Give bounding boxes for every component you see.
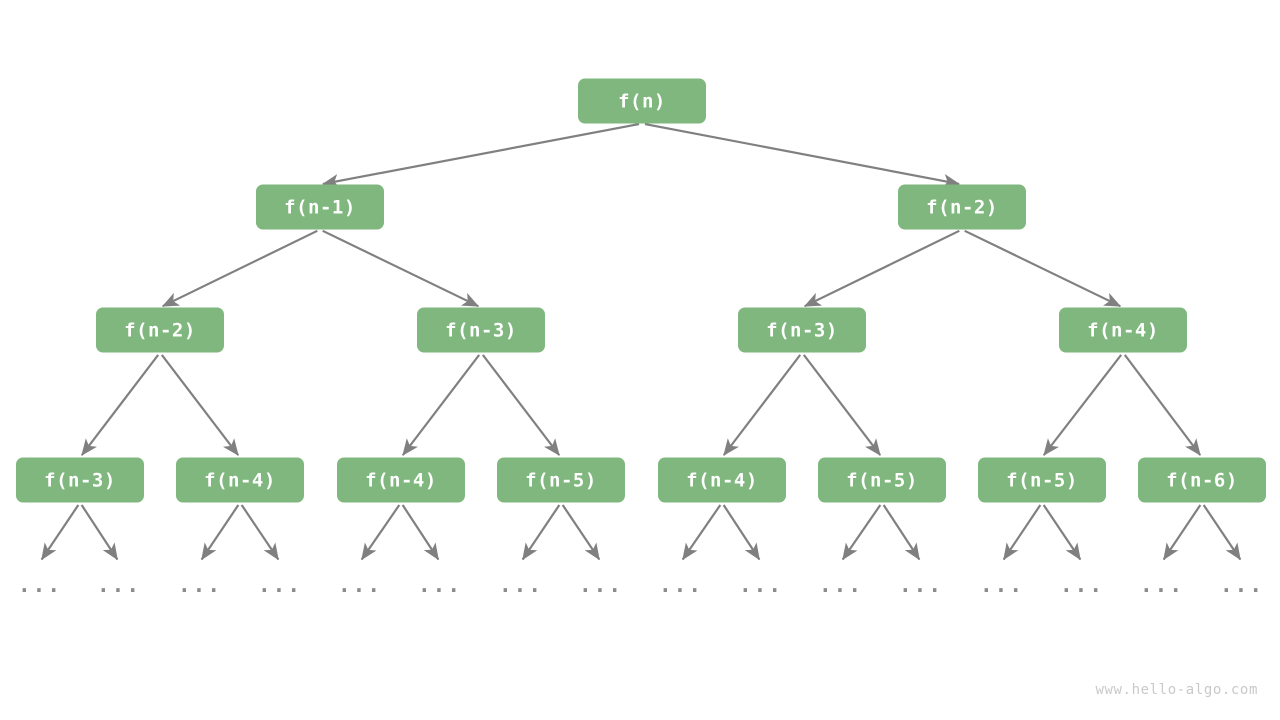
tree-node-box [898,184,1026,230]
tree-node-box [16,457,144,503]
tree-edge-to-ellipsis [200,504,240,561]
ellipsis-label: ... [739,573,783,597]
tree-node[interactable]: f(n-3) [417,307,545,353]
tree-edge [161,229,318,308]
tree-node[interactable]: f(n-5) [497,457,625,503]
tree-node-label: f(n-2) [124,320,196,342]
tree-node-label: f(n-4) [365,470,437,492]
tree-node-box [337,457,465,503]
tree-node[interactable]: f(n-3) [738,307,866,353]
nodes-layer: f(n) f(n-1) f(n-2) f(n-2) f(n-3) f(n-3) f(n-4)… [16,78,1266,503]
tree-node[interactable]: f(n-6) [1138,457,1266,503]
ellipsis-label: ... [899,573,943,597]
tree-node-label: f(n-6) [1166,470,1238,492]
tree-edge-to-ellipsis [240,504,280,561]
tree-node-box [176,457,304,503]
ellipsis-label: ... [980,573,1024,597]
tree-node-label: f(n-1) [284,197,356,219]
tree-node[interactable]: f(n-4) [176,457,304,503]
tree-edge [160,354,240,456]
tree-edge-to-ellipsis [1002,504,1042,561]
tree-edge [481,354,561,456]
tree-node[interactable]: f(n-1) [256,184,384,230]
tree-node-box [497,457,625,503]
tree-node[interactable]: f(n-5) [818,457,946,503]
tree-edge [964,229,1122,308]
tree-node-label: f(n) [618,91,666,113]
tree-node[interactable]: f(n-2) [898,184,1026,230]
ellipsis-label: ... [258,573,302,597]
tree-node-box [818,457,946,503]
tree-node[interactable]: f(n-5) [978,457,1106,503]
tree-node[interactable]: f(n-4) [658,457,786,503]
tree-node-box [1138,457,1266,503]
ellipsis-label: ... [418,573,462,597]
tree-edge-to-ellipsis [401,504,440,561]
tree-node[interactable]: f(n-4) [337,457,465,503]
ellipsis-label: ... [819,573,863,597]
ellipsis-label: ... [499,573,543,597]
tree-node[interactable]: f(n) [578,78,706,124]
tree-node-label: f(n-3) [766,320,838,342]
tree-edge-to-ellipsis [882,504,921,561]
ellipsis-label: ... [97,573,141,597]
tree-node[interactable]: f(n-3) [16,457,144,503]
tree-node[interactable]: f(n-2) [96,307,224,353]
tree-edge [644,122,960,188]
tree-node-label: f(n-5) [525,470,597,492]
tree-node[interactable]: f(n-4) [1059,307,1187,353]
tree-edge [722,354,802,456]
tree-node-box [738,307,866,353]
tree-node-box [978,457,1106,503]
ellipsis-label: ... [18,573,62,597]
edges-layer [40,122,1242,561]
tree-edge-to-ellipsis [1162,504,1202,561]
tree-edge-to-ellipsis [40,504,80,561]
ellipsis-label: ... [338,573,382,597]
ellipsis-label: ... [1220,573,1264,597]
ellipsis-label: ... [659,573,703,597]
ellipsis-label: ... [1060,573,1104,597]
ellipsis-label: ... [178,573,222,597]
tree-edge [322,122,640,188]
tree-node-label: f(n-2) [926,197,998,219]
tree-edge [80,354,160,456]
tree-node-box [658,457,786,503]
tree-edge [401,354,481,456]
tree-edge [803,229,960,308]
tree-edge-to-ellipsis [521,504,561,561]
tree-edge-to-ellipsis [80,504,119,561]
tree-node-box [578,78,706,124]
tree-node-label: f(n-3) [44,470,116,492]
tree-edge-to-ellipsis [561,504,601,561]
tree-edge-to-ellipsis [722,504,761,561]
tree-edge-to-ellipsis [1042,504,1082,561]
tree-node-label: f(n-4) [686,470,758,492]
ellipsis-label: ... [1140,573,1184,597]
tree-edge-to-ellipsis [841,504,882,561]
tree-edge-to-ellipsis [360,504,401,561]
tree-edge [322,229,480,308]
tree-node-box [256,184,384,230]
tree-node-label: f(n-4) [1087,320,1159,342]
tree-edge-to-ellipsis [1202,504,1242,561]
tree-edge [1042,354,1123,456]
ellipsis-label: ... [579,573,623,597]
watermark: www.hello-algo.com [1095,682,1258,698]
tree-node-label: f(n-3) [445,320,517,342]
tree-node-box [96,307,224,353]
tree-edge-to-ellipsis [681,504,722,561]
tree-node-label: f(n-5) [1006,470,1078,492]
tree-node-box [417,307,545,353]
tree-node-label: f(n-4) [204,470,276,492]
tree-node-box [1059,307,1187,353]
tree-edge [802,354,882,456]
tree-node-label: f(n-5) [846,470,918,492]
ellipsis-layer: ........................................… [18,573,1264,597]
tree-edge [1123,354,1202,456]
